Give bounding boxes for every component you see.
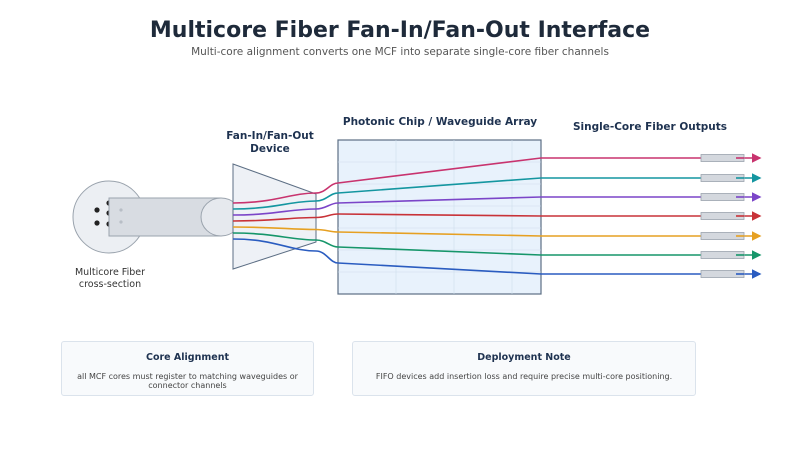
mcf-caption: Multicore Fiber cross-section: [50, 267, 170, 291]
fiber-channel-1: [232, 153, 762, 204]
fiber-channel-3: [232, 192, 762, 216]
fiber-channel-2: [232, 173, 762, 210]
mcf-caption-line2: cross-section: [78, 279, 142, 290]
core-alignment-title: Core Alignment: [145, 352, 229, 363]
deployment-note-card: Deployment Note FIFO devices add inserti…: [352, 341, 696, 396]
page-title: Multicore Fiber Fan-In/Fan-Out Interface: [149, 18, 651, 43]
deployment-note-body: FIFO devices add insertion loss and requ…: [375, 372, 673, 381]
fifo-label-line1: Fan-In/Fan-Out: [226, 130, 314, 142]
deployment-note-title: Deployment Note: [477, 352, 571, 363]
outputs-label: Single-Core Fiber Outputs: [572, 121, 728, 133]
mcf-core-dot: [94, 207, 100, 213]
fiber-channel-5: [232, 226, 762, 241]
fiber-channel-6: [232, 232, 762, 260]
mcf-caption-line1: Multicore Fiber: [74, 267, 145, 278]
mcf-core-dot-faint: [119, 220, 123, 224]
core-alignment-body: all MCF cores must register to matching …: [77, 372, 298, 390]
mcf-core-dot-faint: [119, 208, 123, 212]
fiber-channel-4: [232, 211, 762, 222]
photonic-chip: [337, 139, 542, 295]
fiber-channel-7: [232, 238, 762, 279]
core-alignment-card: Core Alignment all MCF cores must regist…: [61, 341, 314, 396]
fifo-label: Fan-In/Fan-Out Device: [210, 130, 330, 156]
chip-label: Photonic Chip / Waveguide Array: [342, 116, 538, 128]
page-subtitle: Multi-core alignment converts one MCF in…: [191, 46, 609, 58]
channel-group: [232, 153, 762, 279]
fifo-device: [232, 163, 317, 270]
mcf-core-dot: [94, 220, 100, 226]
fifo-label-line2: Device: [250, 143, 290, 155]
